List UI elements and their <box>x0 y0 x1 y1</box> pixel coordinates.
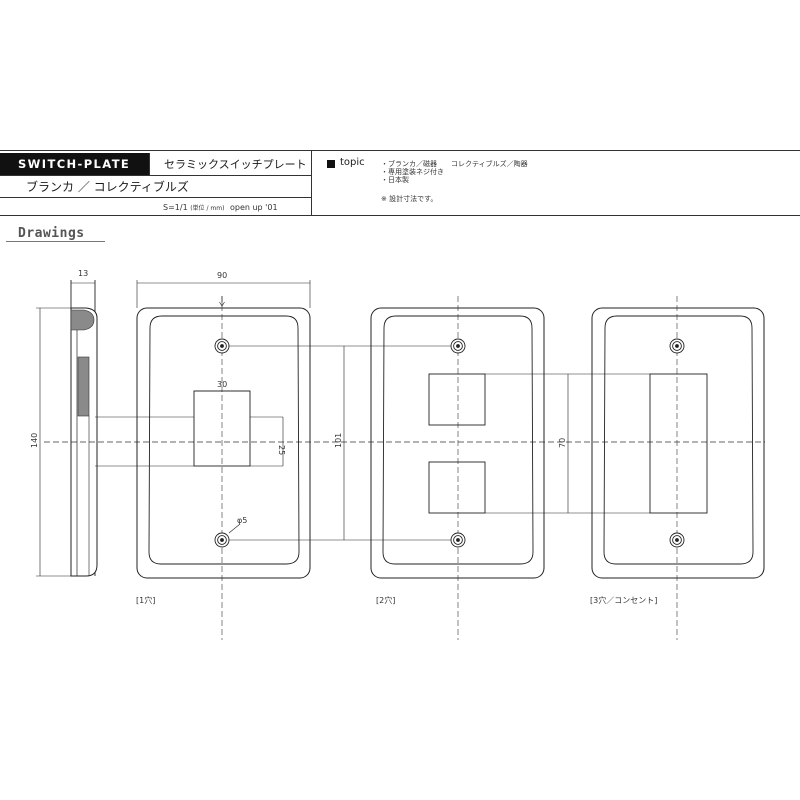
dim-opening-width: 30 <box>217 380 227 389</box>
dim-opening-height: 25 <box>277 445 286 455</box>
topic-square-icon <box>327 160 335 168</box>
dim-height: 140 <box>30 433 39 448</box>
divider <box>149 153 150 175</box>
screw-pitch-dimension: 101 <box>229 345 458 541</box>
plate-two-gang: 70 <box>370 296 650 640</box>
topic-footnote: ※ 設計寸法です。 <box>381 195 438 203</box>
caption-two-gang: [2穴] <box>376 595 395 605</box>
dim-screw-hole: φ5 <box>237 516 247 525</box>
product-subtitle: ブランカ ／ コレクティブルズ <box>26 180 189 194</box>
product-badge: SWITCH-PLATE <box>0 153 149 175</box>
header-table: SWITCH-PLATE セラミックスイッチプレート ブランカ ／ コレクティブ… <box>0 150 800 216</box>
topic-note: ・日本製 <box>381 176 409 184</box>
plate-one-gang: 90 30 25 φ5 <box>95 271 311 640</box>
screw-icon <box>450 338 466 354</box>
topic-note: ・専用塗装ネジ付き <box>381 168 444 176</box>
divider <box>311 150 312 215</box>
topic-note: ・ブランカ／磁器 コレクティブルズ／陶器 <box>381 160 528 168</box>
screw-icon <box>669 532 685 548</box>
plate-three-gang <box>591 296 765 640</box>
dim-width: 90 <box>217 271 227 280</box>
divider <box>0 175 311 176</box>
divider <box>0 197 311 198</box>
dim-double-pitch: 70 <box>558 438 567 448</box>
screw-icon <box>450 532 466 548</box>
drawings-label: Drawings <box>18 226 85 241</box>
header-top-rule <box>0 150 800 151</box>
drawings-underline <box>6 241 105 242</box>
screw-icon <box>214 532 230 548</box>
scale-text: S=1/1 (単位 / mm) open up '01 <box>163 203 278 212</box>
topic-label: topic <box>340 157 365 168</box>
dim-screw-pitch: 101 <box>334 433 343 448</box>
side-profile: 13 140 <box>30 269 98 577</box>
caption-three-gang: [3穴／コンセント] <box>590 595 657 605</box>
dim-thickness: 13 <box>78 269 88 278</box>
caption-one-gang: [1穴] <box>136 595 155 605</box>
screw-icon <box>214 338 230 354</box>
screw-icon <box>669 338 685 354</box>
header-bottom-rule <box>0 215 800 216</box>
product-title: セラミックスイッチプレート <box>164 158 307 171</box>
